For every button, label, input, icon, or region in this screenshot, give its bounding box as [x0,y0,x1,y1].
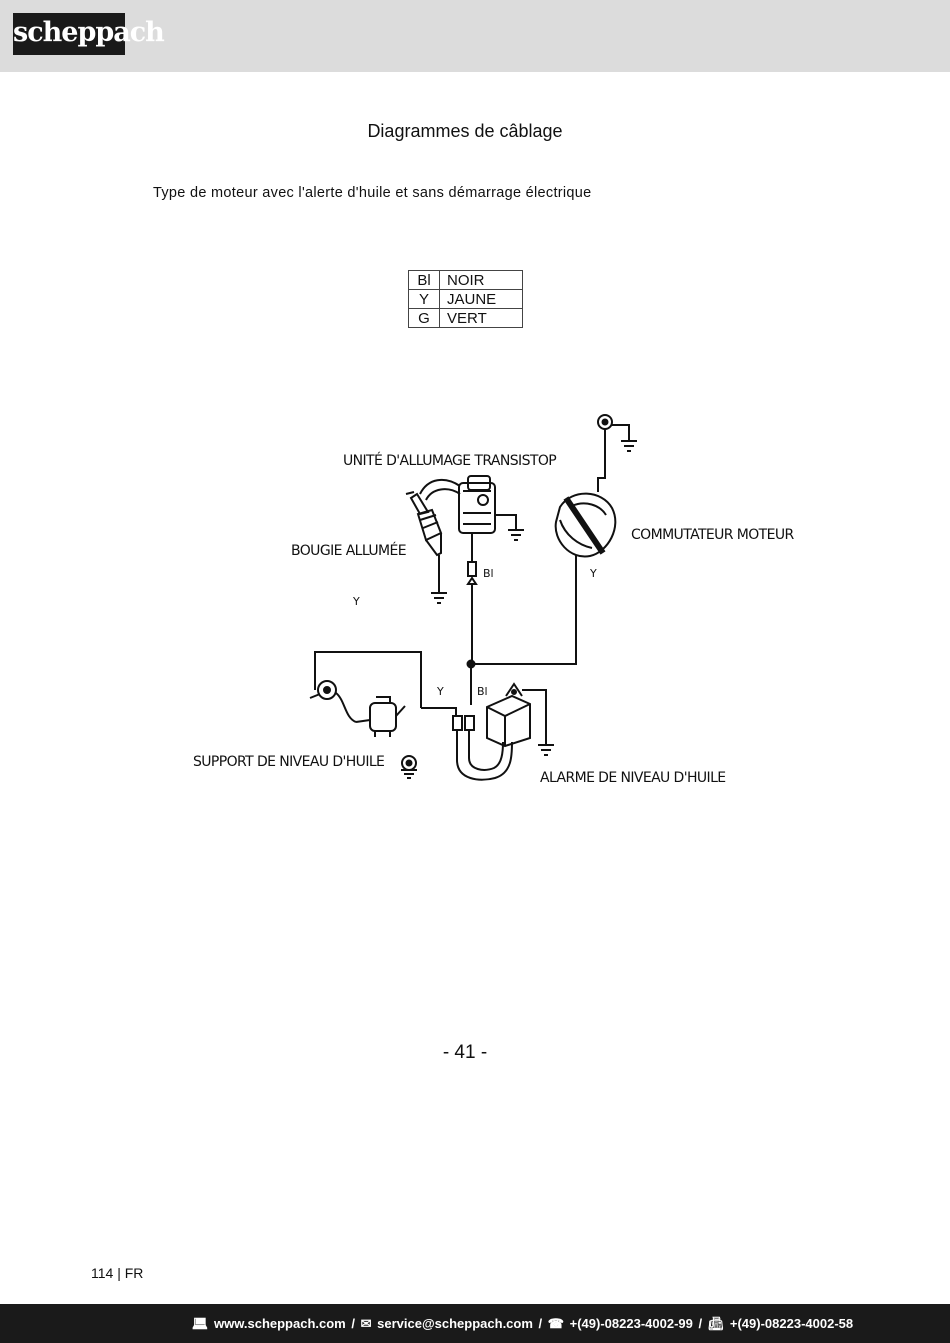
engine-switch-icon [554,492,617,558]
wire-label-bl: Bl [477,685,488,698]
legend-name: NOIR [439,270,523,290]
phone-icon: ☎︎ [547,1316,564,1331]
page-number: - 41 - [442,1042,488,1063]
phone-number: +(49)-08223-4002-99 [569,1316,693,1331]
wire-label-y: Y [436,685,444,698]
legend-name: JAUNE [439,289,523,309]
footer-divider: | [117,1265,121,1281]
spark-plug-label: BOUGIE ALLUMÉE [291,542,406,559]
email-icon: ✉︎ [360,1316,372,1331]
fax-icon: 📠︎ [707,1316,725,1331]
legend-row: Bl NOIR [408,270,523,290]
website-link[interactable]: www.scheppach.com [214,1316,346,1331]
ignition-unit-label: UNITÉ D'ALLUMAGE TRANSISTOP [343,452,556,469]
ignition-unit-icon [458,475,524,541]
spark-plug-icon [405,491,443,557]
legend-row: G VERT [408,308,523,328]
page-title: Diagrammes de câblage [367,121,563,141]
legend-name: VERT [439,308,523,328]
oil-level-alarm-label: ALARME DE NIVEAU D'HUILE [540,770,726,786]
computer-icon: 💻︎ [191,1316,209,1331]
legend-code: Bl [408,270,440,290]
wire-label-bl: Bl [483,567,494,580]
wiring-diagram: UNITÉ D'ALLUMAGE TRANSISTOP BOUGIE ALLUM… [193,414,795,786]
fax-number: +(49)-08223-4002-58 [729,1316,854,1331]
oil-holder-ground-icon [401,755,417,779]
scheppach-logo: scheppach [13,13,165,55]
footer-page-number: 114 [91,1265,114,1281]
oil-alarm-icon [486,682,531,748]
wire-label-y: Y [352,595,360,608]
footer-separator: / [538,1316,543,1331]
footer-separator: / [351,1316,355,1331]
legend-code: G [408,308,440,328]
email-link[interactable]: service@scheppach.com [377,1316,533,1331]
top-ground-terminal-icon [597,414,637,452]
footer-separator: / [698,1316,703,1331]
oil-level-holder-label: SUPPORT DE NIVEAU D'HUILE [193,754,384,770]
page-subtitle: Type de moteur avec l'alerte d'huile et … [153,185,592,201]
legend-code: Y [408,289,440,309]
engine-switch-label: COMMUTATEUR MOTEUR [631,527,795,543]
wire-label-y: Y [589,567,597,580]
color-legend-table: Bl NOIR Y JAUNE G VERT [408,270,523,328]
oil-level-holder-icon [309,680,406,737]
page-footer-ref: 114 | FR [91,1265,143,1281]
footer-language: FR [124,1265,144,1281]
contact-footer: 💻︎ www.scheppach.com / ✉︎ service@schepp… [0,1304,950,1343]
page-header: scheppach [0,0,950,72]
legend-row: Y JAUNE [408,289,523,309]
